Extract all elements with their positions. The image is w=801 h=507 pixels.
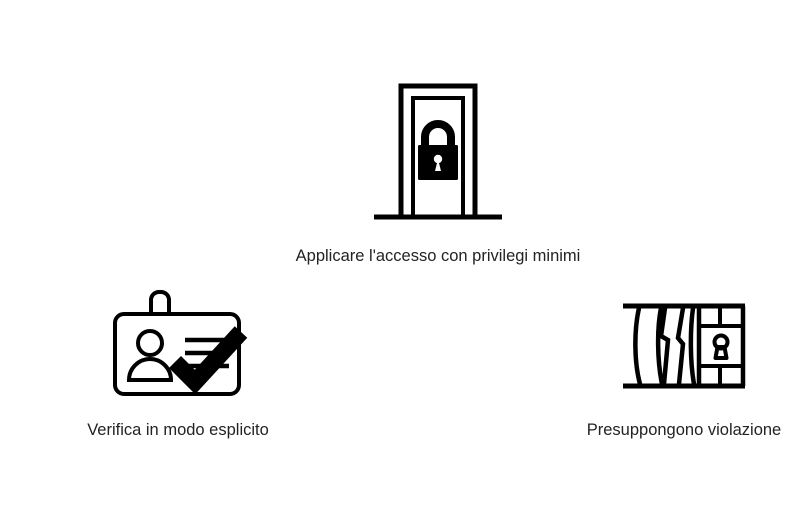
- id-badge-with-checkmark-icon: [113, 290, 248, 396]
- principle-group-verify-explicitly: Verifica in modo esplicito: [72, 288, 284, 440]
- principle-label-assume-breach: Presuppongono violazione: [586, 421, 782, 439]
- principle-label-verify-explicitly: Verifica in modo esplicito: [87, 421, 269, 439]
- principle-label-least-privilege: Applicare l'accesso con privilegi minimi: [295, 247, 581, 265]
- principle-group-least-privilege: Applicare l'accesso con privilegi minimi: [278, 78, 598, 266]
- principle-group-assume-breach: Presuppongono violazione: [578, 298, 790, 440]
- door-with-padlock-icon: [374, 83, 502, 220]
- breached-wall-with-keyhole-icon: [623, 303, 746, 389]
